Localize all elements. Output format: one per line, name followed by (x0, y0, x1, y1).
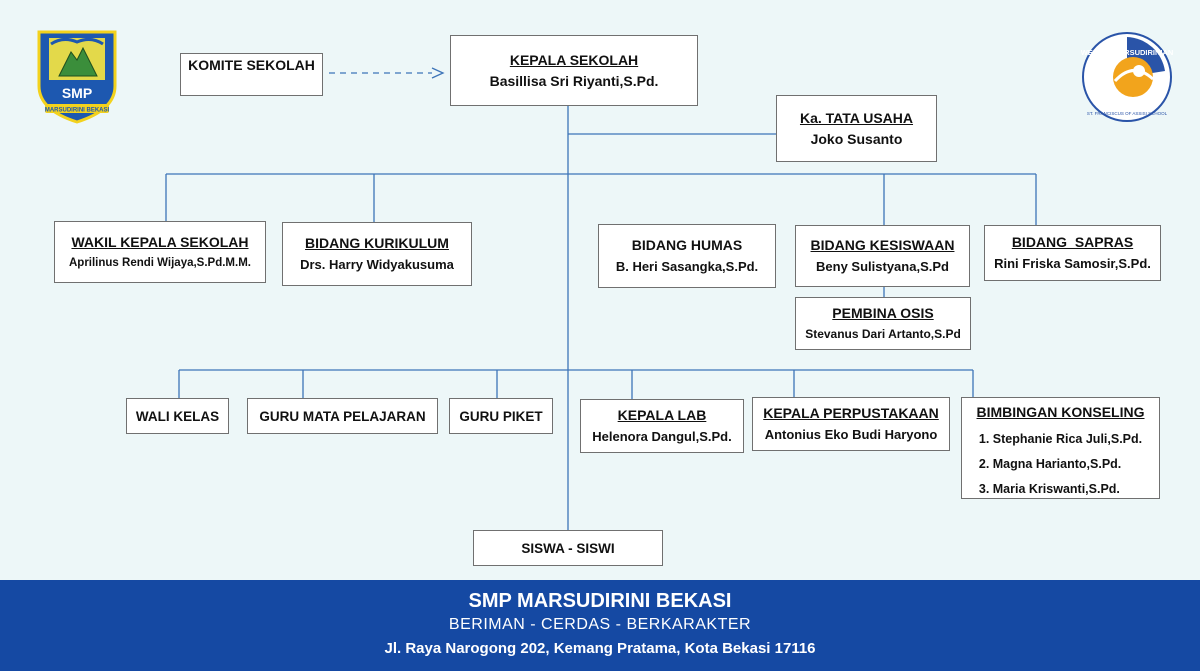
bidang-humas-box: BIDANG HUMAS B. Heri Sasangka,S.Pd. (598, 224, 776, 288)
humas-name: B. Heri Sasangka,S.Pd. (615, 259, 759, 274)
org-connector-lines (165, 67, 1037, 530)
guru-piket-title: GURU PIKET (459, 408, 543, 424)
pembina-osis-box: PEMBINA OSIS Stevanus Dari Artanto,S.Pd (795, 297, 971, 350)
komite-sekolah-box: KOMITE SEKOLAH (180, 53, 323, 96)
wali-kelas-title: WALI KELAS (135, 408, 220, 424)
komite-arrow-head (431, 67, 445, 79)
kurikulum-name: Drs. Harry Widyakusuma (300, 257, 454, 272)
bk-member: 3. Maria Kriswanti,S.Pd. (978, 482, 1120, 496)
sapras-name: Rini Friska Samosir,S.Pd. (994, 256, 1151, 271)
tata-usaha-title: Ka. TATA USAHA (799, 109, 914, 126)
guru-mata-pelajaran-box: GURU MATA PELAJARAN (247, 398, 438, 434)
kepala-sekolah-title: KEPALA SEKOLAH (509, 51, 639, 68)
komite-title: KOMITE SEKOLAH (188, 57, 315, 73)
kesiswaan-title: BIDANG KESISWAAN (810, 237, 955, 253)
kesiswaan-name: Beny Sulistyana,S.Pd (816, 259, 949, 274)
wakil-title: WAKIL KEPALA SEKOLAH (71, 233, 249, 250)
kepala-perpustakaan-box: KEPALA PERPUSTAKAAN Antonius Eko Budi Ha… (752, 397, 950, 451)
school-crest-logo: SMP MARSUDIRINI BEKASI (35, 28, 119, 124)
osis-name: Stevanus Dari Artanto,S.Pd (805, 327, 961, 341)
tata-usaha-box: Ka. TATA USAHA Joko Susanto (776, 95, 937, 162)
bk-member: 1. Stephanie Rica Juli,S.Pd. (978, 432, 1143, 446)
kepala-lab-box: KEPALA LAB Helenora Dangul,S.Pd. (580, 399, 744, 453)
wakil-kepala-sekolah-box: WAKIL KEPALA SEKOLAH Aprilinus Rendi Wij… (54, 221, 266, 283)
wakil-name: Aprilinus Rendi Wijaya,S.Pd.M.M. (68, 256, 251, 269)
guru-piket-box: GURU PIKET (449, 398, 553, 434)
perpustakaan-title: KEPALA PERPUSTAKAAN (763, 405, 939, 421)
bidang-kurikulum-box: BIDANG KURIKULUM Drs. Harry Widyakusuma (282, 222, 472, 286)
we-are-marsudirinian-badge-icon: WE ARE MARSUDIRINIAN ST. FRANCISCUS OF A… (1081, 32, 1173, 122)
footer-motto: BERIMAN - CERDAS - BERKARAKTER (448, 616, 752, 633)
bidang-sapras-box: BIDANG SAPRAS Rini Friska Samosir,S.Pd. (984, 225, 1161, 281)
siswa-siswi-box: SISWA - SISWI (473, 530, 663, 566)
kurikulum-title: BIDANG KURIKULUM (305, 235, 449, 251)
footer-address: Jl. Raya Narogong 202, Kemang Pratama, K… (384, 640, 816, 657)
bimbingan-konseling-box: BIMBINGAN KONSELING 1. Stephanie Rica Ju… (961, 397, 1160, 499)
we-are-marsudirinian-logo: WE ARE MARSUDIRINIAN ST. FRANCISCUS OF A… (1081, 31, 1173, 123)
footer-school-name: SMP MARSUDIRINI BEKASI (468, 590, 732, 612)
bk-member-list: 1. Stephanie Rica Juli,S.Pd. 2. Magna Ha… (979, 427, 1142, 502)
badge-text: WE ARE MARSUDIRINIAN (1081, 48, 1173, 57)
perpustakaan-name: Antonius Eko Budi Haryono (764, 427, 938, 442)
bidang-kesiswaan-box: BIDANG KESISWAAN Beny Sulistyana,S.Pd (795, 225, 970, 287)
kepala-sekolah-name: Basillisa Sri Riyanti,S.Pd. (489, 72, 659, 89)
siswa-title: SISWA - SISWI (521, 540, 615, 556)
guru-mapel-title: GURU MATA PELAJARAN (259, 408, 426, 424)
osis-title: PEMBINA OSIS (832, 305, 934, 321)
footer-banner: SMP MARSUDIRINI BEKASI BERIMAN - CERDAS … (0, 580, 1200, 671)
bk-member: 2. Magna Harianto,S.Pd. (978, 457, 1122, 471)
bk-title: BIMBINGAN KONSELING (976, 404, 1145, 420)
lab-name: Helenora Dangul,S.Pd. (592, 429, 732, 444)
wali-kelas-box: WALI KELAS (126, 398, 229, 434)
school-crest-icon: SMP MARSUDIRINI BEKASI (37, 30, 117, 124)
humas-title: BIDANG HUMAS (631, 237, 743, 253)
crest-text: SMP (62, 85, 92, 101)
sapras-title: BIDANG SAPRAS (1011, 234, 1134, 250)
badge-subtext: ST. FRANCISCUS OF ASSISI SCHOOL (1087, 111, 1168, 116)
kepala-sekolah-box: KEPALA SEKOLAH Basillisa Sri Riyanti,S.P… (450, 35, 698, 106)
tata-usaha-name: Joko Susanto (810, 130, 903, 147)
lab-title: KEPALA LAB (617, 407, 707, 423)
crest-ribbon-text: MARSUDIRINI BEKASI (45, 108, 110, 114)
